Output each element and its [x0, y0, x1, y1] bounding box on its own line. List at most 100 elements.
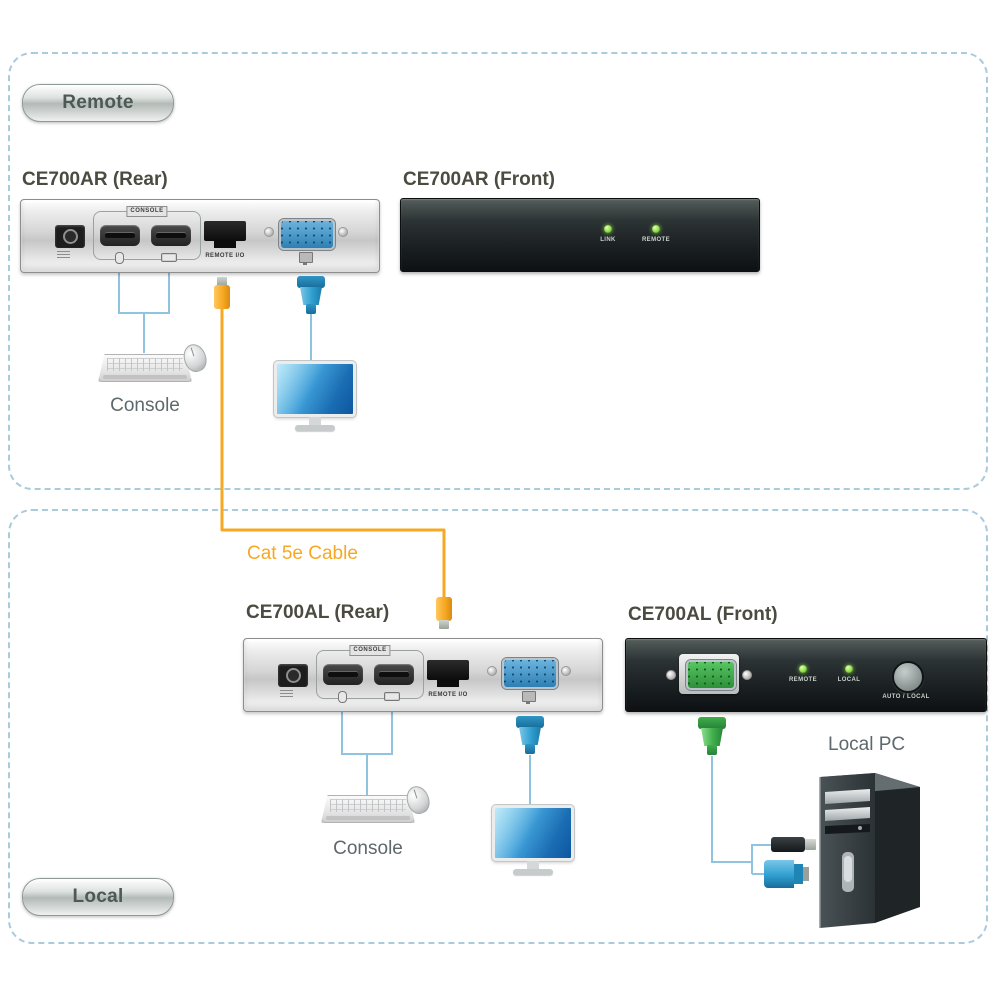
local-pc-label: Local PC — [828, 734, 906, 755]
cat5e-plug-top — [214, 277, 230, 310]
pc-drive-bay — [825, 789, 870, 804]
plug-neck — [794, 864, 803, 884]
plug-stem — [525, 744, 535, 754]
vga-plug-to-pc — [764, 859, 810, 890]
local-section-box — [8, 509, 988, 944]
remote-led — [799, 665, 807, 673]
plug-tip — [803, 867, 809, 881]
ce700ar-rear-title: CE700AR (Rear) — [22, 169, 168, 190]
vga-console-port — [279, 219, 335, 250]
plug-tip — [805, 839, 816, 850]
auto-local-button — [892, 661, 924, 693]
remote-monitor — [273, 360, 357, 433]
plug-body — [300, 287, 322, 305]
mouse-icon — [115, 252, 124, 264]
cat5e-cable-line — [220, 304, 446, 600]
local-section-tag: Local — [22, 878, 174, 916]
usb-keyboard-port — [151, 225, 191, 246]
console-port-group: CONSOLE — [93, 206, 201, 260]
screw-icon — [742, 670, 752, 680]
pc-kvm-wire — [711, 756, 772, 875]
pc-side-panel — [875, 773, 920, 923]
cat5e-plug-bottom — [436, 597, 452, 630]
screw-icon — [264, 227, 274, 237]
link-led-label: LINK — [600, 237, 616, 243]
ce700al-rear-title: CE700AL (Rear) — [246, 602, 390, 623]
remote-led-label: REMOTE — [788, 677, 818, 683]
remote-led-label: REMOTE — [641, 237, 671, 243]
remote-io-port — [427, 660, 469, 687]
monitor-screen — [273, 360, 357, 418]
dc-power-label-marks — [280, 690, 293, 698]
vga-plug-remote-monitor — [296, 276, 326, 318]
plug-stem — [707, 745, 717, 755]
plug-body — [764, 860, 794, 888]
usb-plug-to-pc — [771, 837, 817, 853]
vga-plug-local-monitor — [515, 716, 545, 758]
remote-led — [652, 225, 660, 233]
dc-power-label-marks — [57, 251, 70, 259]
cat5e-cable-label: Cat 5e Cable — [247, 543, 358, 564]
plug-body — [771, 837, 805, 852]
pc-drive-bay — [825, 807, 870, 821]
console-group-label: CONSOLE — [349, 645, 391, 656]
monitor-base — [513, 869, 553, 875]
vga-console-port — [502, 658, 558, 689]
usb-mouse-port — [100, 225, 140, 246]
plug-body — [214, 285, 230, 309]
ce700al-rear-device: CONSOLE REMOTE I/O — [243, 638, 603, 712]
local-tag-label: Local — [72, 886, 124, 907]
usb-mouse-port — [323, 664, 363, 685]
ce700al-front-device: REMOTE LOCAL AUTO / LOCAL — [625, 638, 987, 712]
keyboard-icon — [161, 253, 177, 262]
vga-plug-local-pc — [697, 717, 727, 759]
plug-tip — [217, 277, 227, 286]
console-usb-bracket-remote — [118, 271, 170, 353]
remote-tag-label: Remote — [62, 92, 134, 113]
screw-icon — [487, 666, 497, 676]
auto-local-button-label: AUTO / LOCAL — [882, 694, 930, 700]
console-group-label: CONSOLE — [126, 206, 168, 217]
monitor-neck — [527, 861, 539, 870]
local-led-label: LOCAL — [837, 677, 861, 683]
monitor-icon — [522, 691, 536, 704]
plug-cap — [297, 276, 325, 288]
monitor-icon — [299, 252, 313, 265]
console-usb-bracket-local — [341, 711, 393, 795]
plug-cap — [516, 716, 544, 728]
plug-body — [436, 597, 452, 621]
plug-stem — [306, 304, 316, 314]
ce700al-front-title: CE700AL (Front) — [628, 604, 778, 625]
local-led — [845, 665, 853, 673]
dc-power-jack — [55, 225, 85, 248]
link-led — [604, 225, 612, 233]
screw-icon — [561, 666, 571, 676]
usb-keyboard-port — [374, 664, 414, 685]
remote-keyboard — [98, 354, 192, 382]
monitor-screen — [491, 804, 575, 862]
console-port-group: CONSOLE — [316, 645, 424, 699]
vga-local-pc-port — [686, 660, 736, 690]
remote-section-box — [8, 52, 988, 490]
local-keyboard — [321, 795, 415, 823]
console-label-local: Console — [333, 838, 403, 859]
dc-power-jack — [278, 664, 308, 687]
plug-cap — [698, 717, 726, 729]
console-label-remote: Console — [110, 395, 180, 416]
keyboard-icon — [384, 692, 400, 701]
remote-io-label: REMOTE I/O — [428, 692, 468, 698]
monitor-base — [295, 425, 335, 431]
local-pc-tower — [819, 773, 920, 928]
remote-section-tag: Remote — [22, 84, 174, 122]
pc-front-button-inner — [844, 856, 852, 882]
plug-body — [519, 727, 541, 745]
screw-icon — [338, 227, 348, 237]
local-monitor — [491, 804, 575, 877]
mouse-icon — [338, 691, 347, 703]
ce700ar-rear-device: CONSOLE REMOTE I/O — [20, 199, 380, 273]
remote-io-label: REMOTE I/O — [205, 253, 245, 259]
ce700ar-front-device: LINK REMOTE — [400, 198, 760, 272]
pc-power-light — [858, 826, 862, 830]
